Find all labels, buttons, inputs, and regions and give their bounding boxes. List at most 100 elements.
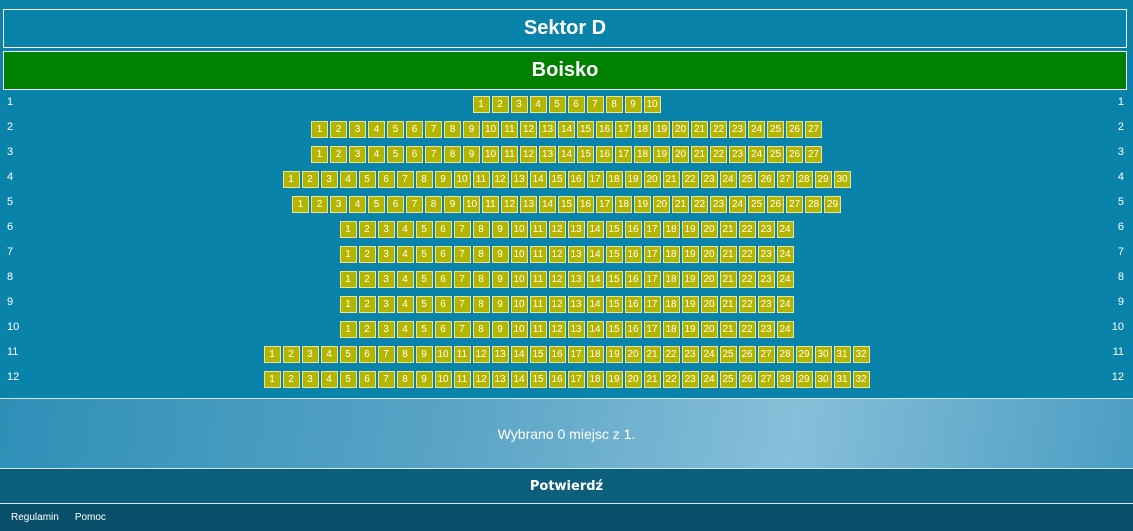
seat-button[interactable]: 20 — [653, 195, 670, 213]
seat-button[interactable]: 24 — [776, 220, 794, 238]
seat-button[interactable]: 26 — [786, 145, 803, 163]
seat-button[interactable]: 19 — [681, 245, 699, 263]
seat-button[interactable]: 27 — [776, 170, 794, 188]
seat-button[interactable]: 25 — [748, 195, 765, 213]
seat-button[interactable]: 5 — [368, 195, 385, 213]
seat-button[interactable]: 2 — [358, 295, 376, 313]
seat-button[interactable]: 9 — [624, 95, 642, 113]
seat-button[interactable]: 23 — [757, 270, 775, 288]
seat-button[interactable]: 21 — [719, 220, 737, 238]
seat-button[interactable]: 5 — [358, 170, 376, 188]
seat-button[interactable]: 15 — [605, 220, 623, 238]
seat-button[interactable]: 15 — [529, 370, 547, 388]
seat-button[interactable]: 22 — [738, 220, 756, 238]
seat-button[interactable]: 22 — [662, 345, 680, 363]
seat-button[interactable]: 25 — [767, 120, 784, 138]
seat-button[interactable]: 7 — [396, 170, 414, 188]
seat-button[interactable]: 8 — [472, 320, 490, 338]
seat-button[interactable]: 8 — [605, 95, 623, 113]
seat-button[interactable]: 18 — [634, 145, 651, 163]
seat-button[interactable]: 22 — [738, 295, 756, 313]
seat-button[interactable]: 20 — [700, 295, 718, 313]
seat-button[interactable]: 26 — [786, 120, 803, 138]
seat-button[interactable]: 4 — [349, 195, 366, 213]
seat-button[interactable]: 1 — [263, 345, 281, 363]
seat-button[interactable]: 21 — [672, 195, 689, 213]
footer-link-help[interactable]: Pomoc — [74, 512, 106, 523]
seat-button[interactable]: 6 — [358, 370, 376, 388]
seat-button[interactable]: 1 — [339, 245, 357, 263]
seat-button[interactable]: 9 — [415, 370, 433, 388]
seat-button[interactable]: 9 — [444, 195, 461, 213]
seat-button[interactable]: 12 — [548, 245, 566, 263]
seat-button[interactable]: 7 — [377, 345, 395, 363]
seat-button[interactable]: 13 — [567, 245, 585, 263]
seat-button[interactable]: 30 — [833, 170, 851, 188]
seat-button[interactable]: 14 — [558, 120, 575, 138]
seat-button[interactable]: 8 — [415, 170, 433, 188]
seat-button[interactable]: 4 — [320, 370, 338, 388]
seat-button[interactable]: 15 — [529, 345, 547, 363]
seat-button[interactable]: 3 — [330, 195, 347, 213]
seat-button[interactable]: 12 — [520, 145, 537, 163]
seat-button[interactable]: 26 — [757, 170, 775, 188]
seat-button[interactable]: 20 — [672, 145, 689, 163]
seat-button[interactable]: 10 — [482, 120, 499, 138]
seat-button[interactable]: 8 — [425, 195, 442, 213]
seat-button[interactable]: 2 — [301, 170, 319, 188]
seat-button[interactable]: 21 — [719, 295, 737, 313]
seat-button[interactable]: 5 — [387, 120, 404, 138]
seat-button[interactable]: 1 — [311, 145, 328, 163]
seat-button[interactable]: 22 — [710, 145, 727, 163]
seat-button[interactable]: 10 — [453, 170, 471, 188]
seat-button[interactable]: 16 — [567, 170, 585, 188]
seat-button[interactable]: 2 — [330, 145, 347, 163]
seat-button[interactable]: 4 — [368, 145, 385, 163]
seat-button[interactable]: 14 — [510, 370, 528, 388]
seat-button[interactable]: 11 — [472, 170, 490, 188]
seat-button[interactable]: 21 — [643, 345, 661, 363]
seat-button[interactable]: 13 — [567, 220, 585, 238]
seat-button[interactable]: 9 — [415, 345, 433, 363]
seat-button[interactable]: 23 — [757, 245, 775, 263]
seat-button[interactable]: 29 — [795, 345, 813, 363]
seat-button[interactable]: 10 — [463, 195, 480, 213]
seat-button[interactable]: 22 — [710, 120, 727, 138]
seat-button[interactable]: 21 — [719, 245, 737, 263]
seat-button[interactable]: 11 — [501, 145, 518, 163]
seat-button[interactable]: 1 — [263, 370, 281, 388]
seat-button[interactable]: 13 — [491, 345, 509, 363]
seat-button[interactable]: 1 — [472, 95, 490, 113]
seat-button[interactable]: 9 — [491, 245, 509, 263]
seat-button[interactable]: 2 — [311, 195, 328, 213]
seat-button[interactable]: 14 — [586, 320, 604, 338]
seat-button[interactable]: 31 — [833, 345, 851, 363]
seat-button[interactable]: 2 — [282, 345, 300, 363]
seat-button[interactable]: 8 — [472, 245, 490, 263]
seat-button[interactable]: 28 — [805, 195, 822, 213]
seat-button[interactable]: 26 — [738, 370, 756, 388]
seat-button[interactable]: 31 — [833, 370, 851, 388]
seat-button[interactable]: 4 — [320, 345, 338, 363]
seat-button[interactable]: 17 — [643, 270, 661, 288]
seat-button[interactable]: 15 — [558, 195, 575, 213]
seat-button[interactable]: 10 — [510, 270, 528, 288]
seat-button[interactable]: 15 — [577, 145, 594, 163]
seat-button[interactable]: 24 — [700, 370, 718, 388]
seat-button[interactable]: 5 — [339, 370, 357, 388]
seat-button[interactable]: 11 — [453, 370, 471, 388]
seat-button[interactable]: 6 — [358, 345, 376, 363]
seat-button[interactable]: 17 — [643, 320, 661, 338]
seat-button[interactable]: 21 — [691, 120, 708, 138]
seat-button[interactable]: 14 — [586, 220, 604, 238]
seat-button[interactable]: 23 — [681, 345, 699, 363]
seat-button[interactable]: 27 — [757, 370, 775, 388]
seat-button[interactable]: 17 — [643, 220, 661, 238]
seat-button[interactable]: 19 — [653, 120, 670, 138]
seat-button[interactable]: 10 — [482, 145, 499, 163]
seat-button[interactable]: 28 — [795, 170, 813, 188]
seat-button[interactable]: 20 — [700, 320, 718, 338]
seat-button[interactable]: 23 — [700, 170, 718, 188]
seat-button[interactable]: 25 — [719, 345, 737, 363]
seat-button[interactable]: 6 — [567, 95, 585, 113]
